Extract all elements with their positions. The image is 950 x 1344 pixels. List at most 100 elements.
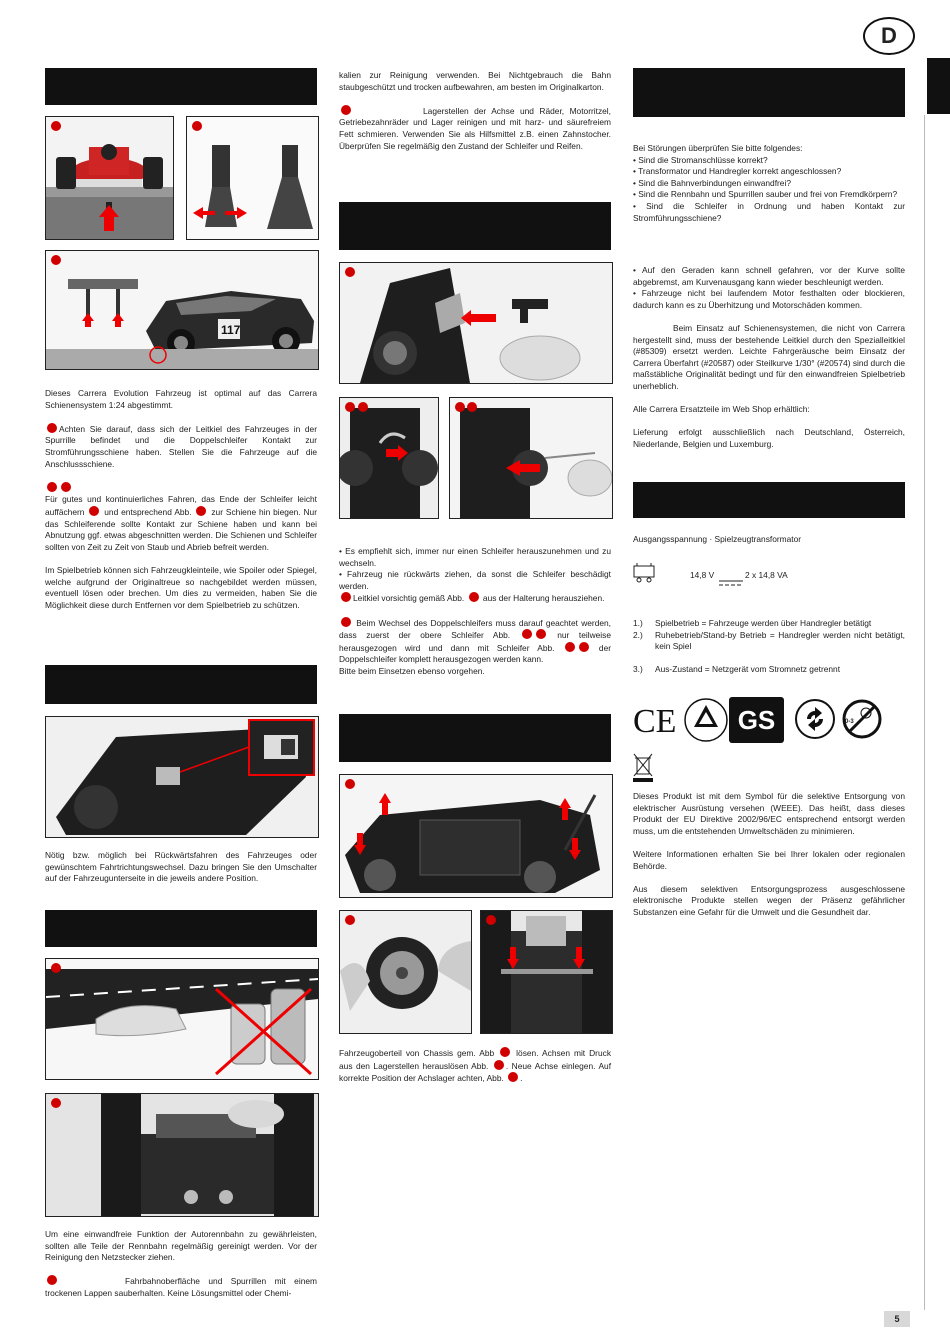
figure-marker	[358, 402, 368, 412]
ref-marker	[89, 505, 100, 516]
section-header-bar	[633, 482, 905, 518]
figure-formula-car	[45, 116, 174, 240]
ref-marker	[196, 505, 207, 516]
check-item: • Transformator und Handregler korrekt a…	[633, 166, 842, 177]
ref-marker	[564, 641, 575, 652]
section-tab	[927, 58, 950, 114]
figure-chassis-underside	[339, 774, 613, 898]
green-dot-icon	[795, 699, 835, 744]
page-edge-rule	[924, 115, 925, 1310]
voltage-label: Ausgangsspannung · Spielzeugtransformato…	[633, 534, 802, 544]
ref-marker	[508, 1072, 519, 1083]
bullet-single-braid: • Es empfiehlt sich, immer nur einen Sch…	[339, 546, 611, 568]
figure-braid-contacts	[186, 116, 319, 240]
delivery-paragraph: Lieferung erfolgt ausschließlich nach De…	[633, 427, 905, 449]
figure-touring-car: 117	[45, 250, 319, 370]
figure-marker	[455, 402, 465, 412]
figure-braid-lower	[449, 397, 613, 519]
troubleshooting-intro: Bei Störungen überprüfen Sie bitte folge…	[633, 143, 803, 153]
ref-marker	[47, 481, 57, 492]
troubleshooting-block: Bei Störungen überprüfen Sie bitte folge…	[633, 143, 905, 224]
section-header-bar	[339, 714, 611, 762]
bullet-no-reverse: • Fahrzeug nie rückwärts ziehen, da sons…	[339, 569, 611, 591]
web-shop-line: Alle Carrera Ersatzteile im Web Shop erh…	[633, 404, 810, 415]
col1-text-block: Dieses Carrera Evolution Fahrzeug ist op…	[45, 388, 317, 611]
figure-axle-lubrication	[45, 1093, 319, 1217]
section-header-bar	[45, 910, 317, 947]
ref-marker	[468, 592, 479, 603]
age-mark-label: 0-3	[845, 719, 854, 725]
car-number: 117	[221, 323, 241, 337]
ref-marker	[341, 592, 351, 603]
weee-block: Dieses Produkt ist mit dem Symbol für di…	[633, 791, 905, 919]
ce-mark-icon: CE	[633, 703, 677, 740]
col2-braid-text: • Es empfiehlt sich, immer nur einen Sch…	[339, 546, 611, 678]
ref-marker	[47, 422, 57, 433]
tip-item: • Fahrzeuge nicht bei laufendem Motor fe…	[633, 288, 905, 310]
weee-paragraph: Dieses Produkt ist mit dem Symbol für di…	[633, 791, 905, 836]
figure-marker	[345, 267, 355, 277]
figure-marker	[192, 121, 202, 131]
section-header-bar	[45, 665, 317, 704]
ref-marker	[61, 481, 71, 492]
lubrication-paragraph: Lagerstellen der Achse und Räder, Motorr…	[339, 104, 611, 151]
figure-braid-upper	[339, 397, 439, 519]
voltage-output: 14,8 V	[690, 570, 715, 580]
figure-marker	[345, 915, 355, 925]
marker-row	[45, 481, 317, 495]
intro-paragraph: Dieses Carrera Evolution Fahrzeug ist op…	[45, 388, 317, 410]
ref-marker	[341, 616, 351, 627]
ref-marker	[535, 629, 546, 640]
braid-paragraph: Für gutes und kontinuierliches Fahren, d…	[45, 494, 318, 552]
cleaning-intro-paragraph: Um eine einwandfreie Funktion der Autore…	[45, 1229, 317, 1263]
language-badge: D	[863, 17, 915, 55]
ref-marker	[47, 1275, 57, 1286]
keel-instruction: Leitkiel vorsichtig gemäß Abb. aus der H…	[339, 592, 611, 605]
ref-marker	[578, 641, 589, 652]
rail-systems-paragraph: Beim Einsatz auf Schienensystemen, die n…	[633, 322, 905, 391]
driving-tips-block: • Auf den Geraden kann schnell gefahren,…	[633, 265, 905, 451]
authority-paragraph: Weitere Informationen erhalten Sie bei I…	[633, 848, 905, 871]
check-item: • Sind die Schleifer in Ordnung und habe…	[633, 200, 905, 223]
figure-marker	[467, 402, 477, 412]
age-warning-icon	[842, 699, 882, 744]
power-rating: 2 x 14,8 VA	[745, 570, 788, 580]
dc-symbol	[719, 573, 743, 591]
figure-marker	[51, 963, 61, 973]
figure-track-cleaning	[45, 958, 319, 1080]
double-braid-instruction: Beim Wechsel des Doppelschleifers muss d…	[339, 616, 612, 665]
insertion-note: Bitte beim Einsetzen ebenso vorgehen.	[339, 665, 485, 676]
mode-item: 3.) Aus-Zustand = Netzgerät vom Stromnet…	[633, 664, 841, 675]
small-parts-paragraph: Im Spielbetrieb können sich Fahrzeugklei…	[45, 564, 317, 610]
guide-keel-paragraph: Achten Sie darauf, dass sich der Leitkie…	[45, 422, 317, 469]
mode-item: 1.) Spielbetrieb = Fahrzeuge werden über…	[633, 618, 872, 628]
transformer-icon	[633, 563, 655, 588]
mode-item: 2.) Ruhebetrieb/Stand-by Betrieb = Handr…	[633, 629, 905, 652]
col2-text-top: kalien zur Reinigung verwenden. Bei Nich…	[339, 70, 611, 152]
figure-marker	[51, 1098, 61, 1108]
tip-item: • Auf den Geraden kann schnell gefahren,…	[633, 265, 905, 287]
figure-wheel-removal	[339, 910, 472, 1034]
section-header-bar	[339, 202, 611, 250]
figure-marker	[51, 121, 61, 131]
direction-switch-paragraph: Nötig bzw. möglich bei Rückwärtsfahren d…	[45, 850, 317, 884]
col1-cleaning-text: Um eine einwandfreie Funktion der Autore…	[45, 1229, 317, 1300]
figure-direction-switch	[45, 716, 319, 838]
weee-bin-icon	[633, 752, 653, 787]
figure-marker	[486, 915, 496, 925]
hazard-paragraph: Aus diesem selektiven Entsorgungsprozess…	[633, 883, 905, 917]
ref-marker	[500, 1047, 511, 1057]
check-item: • Sind die Bahnverbindungen einwandfrei?	[633, 177, 791, 188]
figure-keel-removal	[339, 262, 613, 384]
ref-marker	[341, 104, 351, 115]
axle-change-paragraph: Fahrzeugoberteil von Chassis gem. Abb lö…	[339, 1047, 612, 1084]
check-item: • Sind die Stromanschlüsse korrekt?	[633, 154, 768, 165]
tuv-seal-icon	[684, 697, 728, 748]
storage-paragraph: kalien zur Reinigung verwenden. Bei Nich…	[339, 70, 611, 92]
section-header-bar	[633, 68, 905, 117]
page-number: 5	[884, 1311, 910, 1327]
ref-marker	[521, 629, 532, 640]
section-header-bar	[45, 68, 317, 105]
modes-list: 1.) Spielbetrieb = Fahrzeuge werden über…	[633, 618, 905, 676]
ref-marker	[493, 1059, 504, 1070]
